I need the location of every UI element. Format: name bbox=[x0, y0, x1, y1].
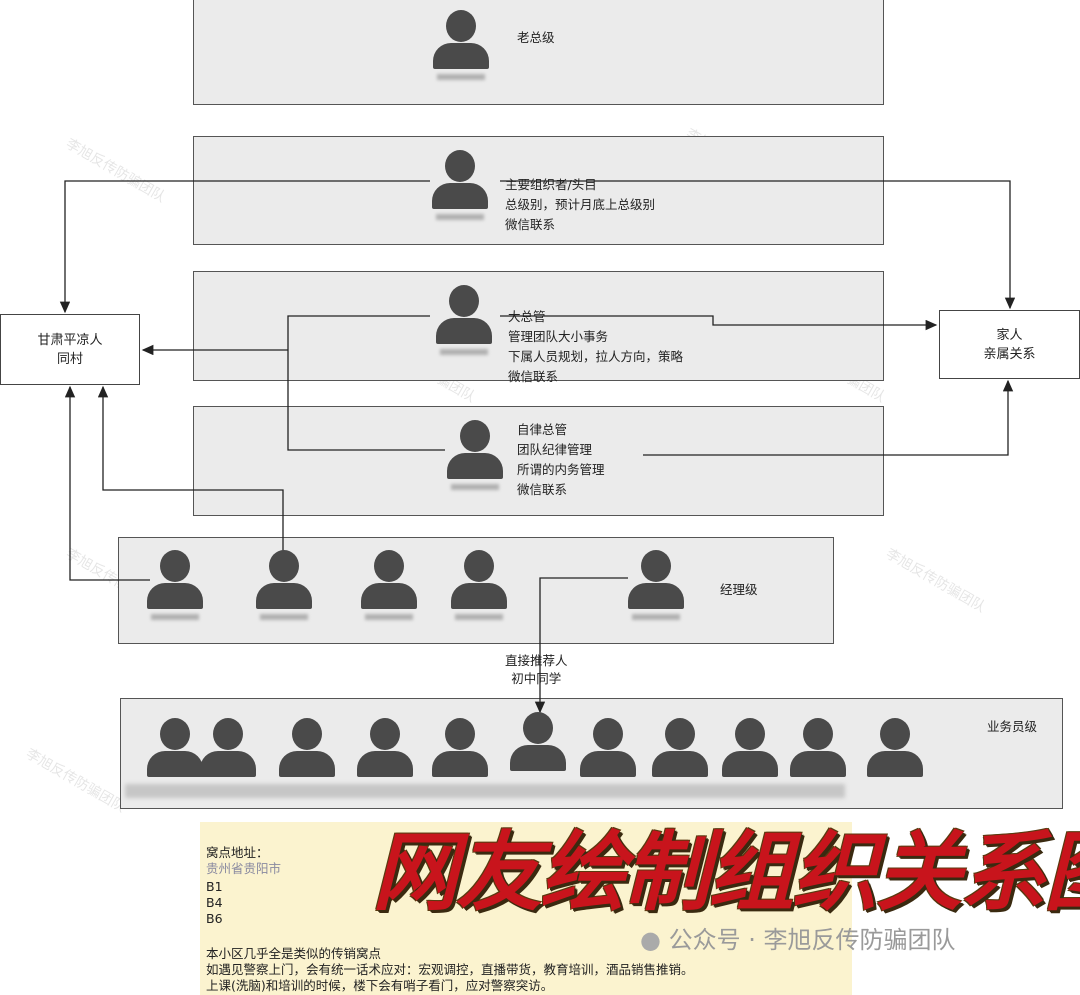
wechat-icon: ● bbox=[640, 926, 661, 954]
hometown-line: 同村 bbox=[56, 351, 83, 367]
note-unit: B1 bbox=[206, 879, 223, 894]
address-note bbox=[200, 822, 852, 995]
note-unit: B6 bbox=[206, 911, 223, 926]
family-line: 亲属关系 bbox=[983, 346, 1036, 362]
note-line: 如遇见警察上门，会有统一话术应对：宏观调控，直播带货，教育培训，酒品销售推销。 bbox=[206, 962, 694, 977]
info-line: 微信联系 bbox=[508, 369, 559, 384]
person-icon bbox=[357, 718, 413, 788]
person-icon bbox=[147, 550, 203, 620]
note-line: 本小区几乎全是类似的传销窝点 bbox=[206, 946, 382, 961]
info-line: 团队纪律管理 bbox=[517, 442, 593, 457]
person-icon bbox=[790, 718, 846, 788]
tier-label-manager: 经理级 bbox=[720, 582, 758, 597]
info-line: 所谓的内务管理 bbox=[517, 462, 605, 477]
wechat-credit-text: 公众号 · 李旭反传防骗团队 bbox=[668, 926, 956, 954]
person-icon bbox=[200, 718, 256, 788]
watermark: 李旭反传防骗团队 bbox=[23, 745, 128, 816]
discipline-info: 自律总管 团队纪律管理 所谓的内务管理 微信联系 bbox=[517, 420, 605, 500]
person-icon bbox=[867, 718, 923, 788]
person-icon bbox=[628, 550, 684, 620]
wechat-credit: ● 公众号 · 李旭反传防骗团队 bbox=[640, 926, 955, 954]
tier-label-staff: 业务员级 bbox=[987, 719, 1038, 734]
note-line: 上课(洗脑)和培训的时候，楼下会有哨子看门，应对警察突访。 bbox=[206, 978, 554, 993]
tier-label-boss: 老总级 bbox=[517, 30, 555, 45]
note-address: 贵州省贵阳市 bbox=[206, 861, 282, 876]
referrer-info: 直接推荐人 初中同学 bbox=[505, 652, 568, 688]
person-icon bbox=[147, 718, 203, 788]
note-address-label: 窝点地址： bbox=[206, 845, 269, 860]
info-line: 自律总管 bbox=[517, 422, 568, 437]
family-line: 家人 bbox=[996, 327, 1023, 343]
person-icon bbox=[256, 550, 312, 620]
person-icon bbox=[361, 550, 417, 620]
family-box: 家人 亲属关系 bbox=[939, 310, 1080, 379]
person-icon bbox=[436, 285, 492, 355]
hometown-box: 甘肃平凉人 同村 bbox=[0, 314, 140, 385]
info-line: 直接推荐人 bbox=[505, 653, 568, 668]
person-icon bbox=[433, 10, 489, 80]
person-icon bbox=[652, 718, 708, 788]
info-line: 下属人员规划，拉人方向，策略 bbox=[508, 349, 684, 364]
person-icon bbox=[279, 718, 335, 788]
hometown-line: 甘肃平凉人 bbox=[37, 332, 103, 348]
chief-manager-info: 大总管 管理团队大小事务 下属人员规划，拉人方向，策略 微信联系 bbox=[508, 307, 683, 387]
overlay-title: 网友绘制组织关系图 bbox=[372, 823, 1080, 923]
person-icon bbox=[580, 718, 636, 788]
note-unit: B4 bbox=[206, 895, 223, 910]
person-icon bbox=[432, 718, 488, 788]
redacted-names bbox=[125, 784, 845, 798]
person-icon bbox=[510, 712, 566, 782]
person-icon bbox=[432, 150, 488, 220]
watermark: 李旭反传防骗团队 bbox=[883, 545, 988, 616]
info-line: 管理团队大小事务 bbox=[508, 329, 609, 344]
info-line: 微信联系 bbox=[517, 482, 568, 497]
info-line: 总级别，预计月底上总级别 bbox=[505, 197, 656, 212]
info-line: 主要组织者/头目 bbox=[505, 177, 597, 192]
person-icon bbox=[722, 718, 778, 788]
tier-boss bbox=[193, 0, 884, 105]
info-line: 大总管 bbox=[508, 309, 546, 324]
person-icon bbox=[447, 420, 503, 490]
info-line: 初中同学 bbox=[511, 671, 562, 686]
person-icon bbox=[451, 550, 507, 620]
watermark: 李旭反传防骗团队 bbox=[63, 135, 168, 206]
organizer-info: 主要组织者/头目 总级别，预计月底上总级别 微信联系 bbox=[505, 175, 655, 235]
info-line: 微信联系 bbox=[505, 217, 556, 232]
